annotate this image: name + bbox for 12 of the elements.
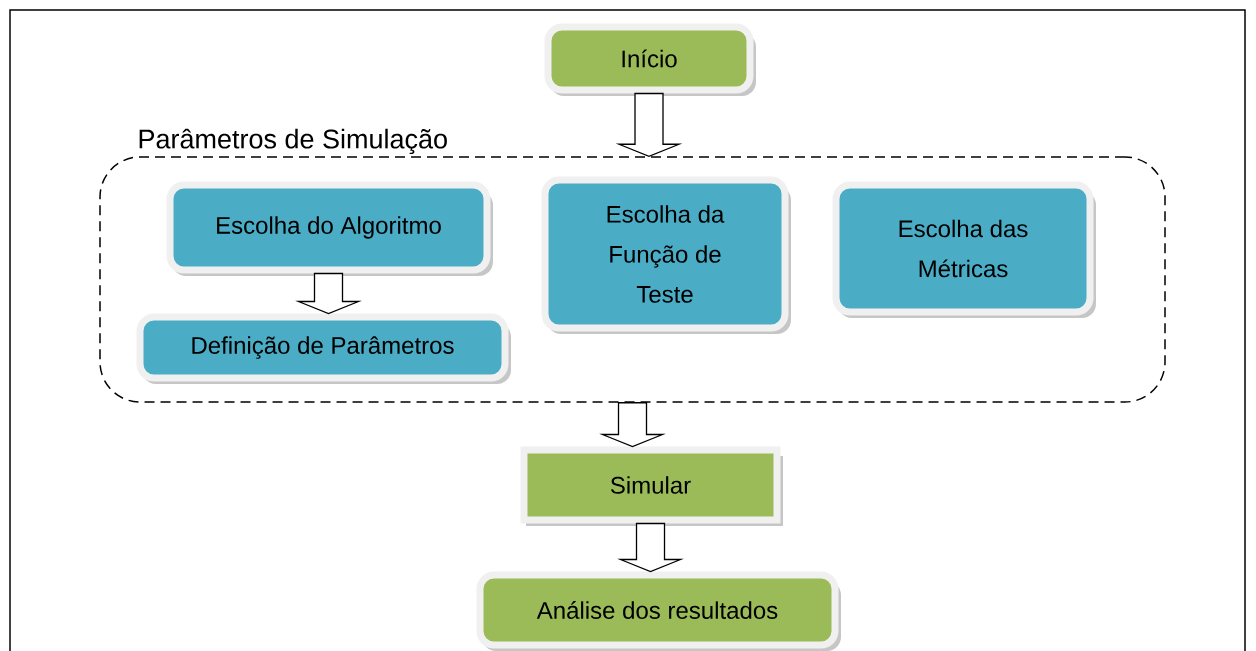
node-label: Parâmetros de Simulação <box>139 128 447 155</box>
block-arrow <box>617 522 684 573</box>
process-box: Escolha das Métricas <box>832 181 1096 318</box>
block-arrow <box>599 402 666 448</box>
process-box: Escolha do Algoritmo <box>166 181 493 276</box>
process-box: Início <box>544 23 756 96</box>
block-arrow <box>295 272 362 315</box>
block-arrow <box>615 92 683 157</box>
process-box: Escolha da Função de Teste <box>541 176 791 334</box>
process-box: Análise dos resultados <box>476 571 841 651</box>
process-box: Definição de Parâmetros <box>136 313 511 384</box>
process-box: Simular <box>520 446 783 526</box>
